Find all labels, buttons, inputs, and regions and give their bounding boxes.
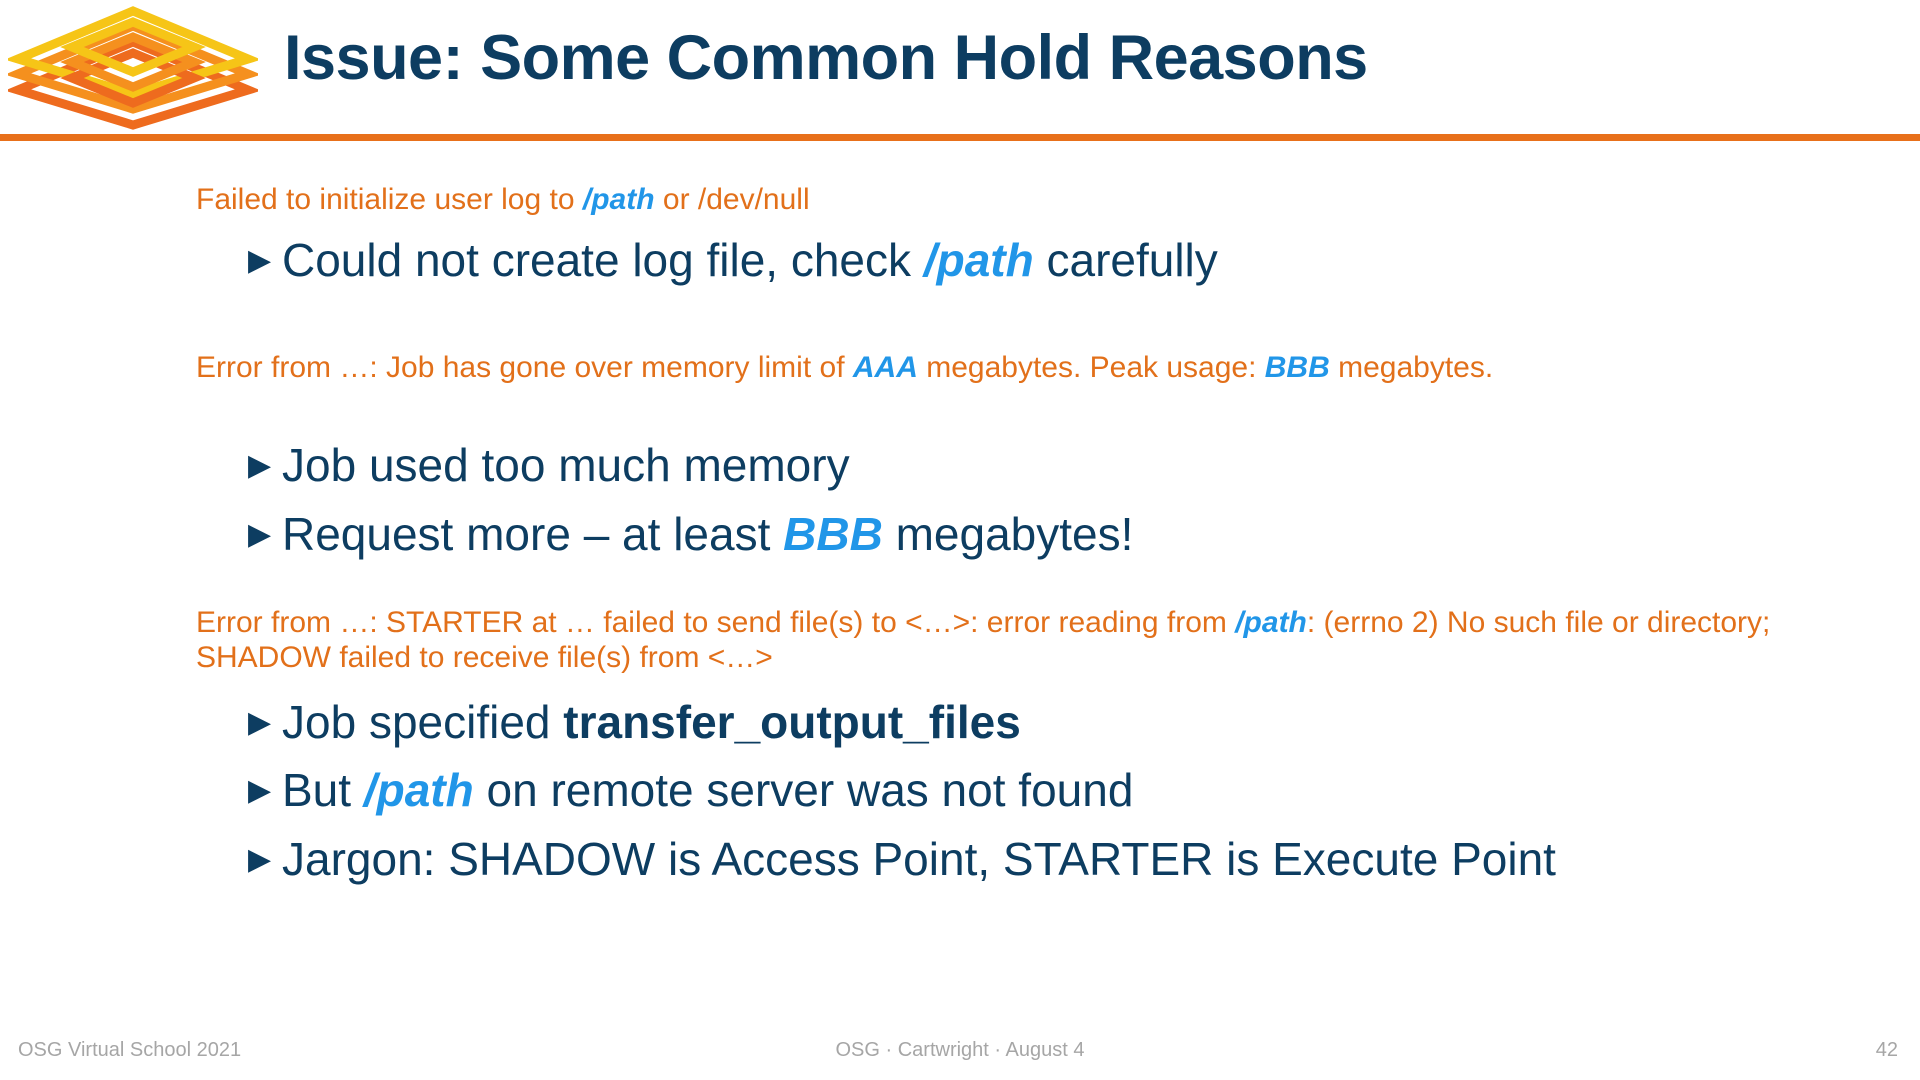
bullet-job-used-too-much-memory: ▶ Job used too much memory — [248, 438, 1868, 493]
error-message-starter-transfer: Error from …: STARTER at … failed to sen… — [196, 605, 1836, 676]
slide-header: Issue: Some Common Hold Reasons — [0, 0, 1920, 142]
triangle-bullet-icon: ▶ — [248, 706, 272, 739]
error-text-segment: or /dev/null — [654, 183, 810, 216]
bullet-text-segment: Jargon: SHADOW is Access Point, STARTER … — [282, 833, 1556, 885]
bullet-text-segment: Job used too much memory — [282, 439, 850, 491]
error-text-segment: megabytes. — [1329, 351, 1494, 384]
bullet-text-segment: megabytes! — [882, 508, 1134, 560]
title-divider — [0, 134, 1920, 141]
triangle-bullet-icon: ▶ — [248, 449, 272, 482]
bullet-path-not-found-on-remote: ▶ But /path on remote server was not foun… — [248, 763, 1868, 818]
error-message-memory-limit: Error from …: Job has gone over memory l… — [196, 350, 1836, 385]
error-message-user-log: Failed to initialize user log to /path o… — [196, 182, 1836, 217]
bullet-text-segment: on remote server was not found — [473, 764, 1134, 816]
triangle-bullet-icon: ▶ — [248, 843, 272, 876]
bullet-text-segment: Job specified — [282, 696, 564, 748]
bullet-bold-keyword: transfer_output_files — [563, 696, 1021, 748]
footer-attribution: OSG · Cartwright · August 4 — [835, 1039, 1085, 1061]
error-highlight-aaa: AAA — [852, 351, 918, 384]
bullet-could-not-create-log: ▶Could not create log file, check /path … — [248, 233, 1868, 288]
triangle-bullet-icon: ▶ — [248, 518, 272, 551]
error-text-segment: Error from …: Job has gone over memory l… — [196, 351, 853, 384]
slide-footer: OSG Virtual School 2021 OSG · Cartwright… — [0, 1035, 1920, 1080]
osg-stacked-diamonds-logo-icon — [4, 6, 262, 130]
bullet-request-more-memory: ▶ Request more – at least BBB megabytes! — [248, 507, 1868, 562]
bullet-highlight-bbb: BBB — [783, 508, 883, 560]
bullet-job-specified-transfer-output-files: ▶ Job specified transfer_output_files — [248, 695, 1868, 750]
footer-event-name: OSG Virtual School 2021 — [18, 1039, 242, 1061]
triangle-bullet-icon: ▶ — [248, 774, 272, 807]
error-text-segment: Error from …: STARTER at … failed to sen… — [196, 606, 1236, 639]
bullet-text-segment: Could not create log file, check — [282, 234, 924, 286]
triangle-bullet-icon: ▶ — [248, 244, 272, 277]
slide-number: 42 — [1875, 1039, 1898, 1061]
error-text-segment: : (errno 2) No such file or directory; S… — [196, 606, 1771, 675]
bullet-text-segment: carefully — [1033, 234, 1218, 286]
page-title: Issue: Some Common Hold Reasons — [284, 23, 1368, 93]
slide-body: Failed to initialize user log to /path o… — [0, 150, 1920, 1030]
bullet-highlight-path: /path — [363, 764, 474, 816]
error-highlight-path: /path — [582, 183, 655, 216]
bullet-jargon-shadow-starter: ▶ Jargon: SHADOW is Access Point, STARTER… — [248, 832, 1868, 887]
error-highlight-path: /path — [1235, 606, 1307, 639]
error-highlight-bbb: BBB — [1264, 351, 1330, 384]
bullet-text-segment: Request more – at least — [282, 508, 784, 560]
error-text-segment: Failed to initialize user log to — [196, 183, 583, 216]
bullet-text-segment: But — [282, 764, 364, 816]
bullet-highlight-path: /path — [923, 234, 1034, 286]
error-text-segment: megabytes. Peak usage: — [917, 351, 1265, 384]
